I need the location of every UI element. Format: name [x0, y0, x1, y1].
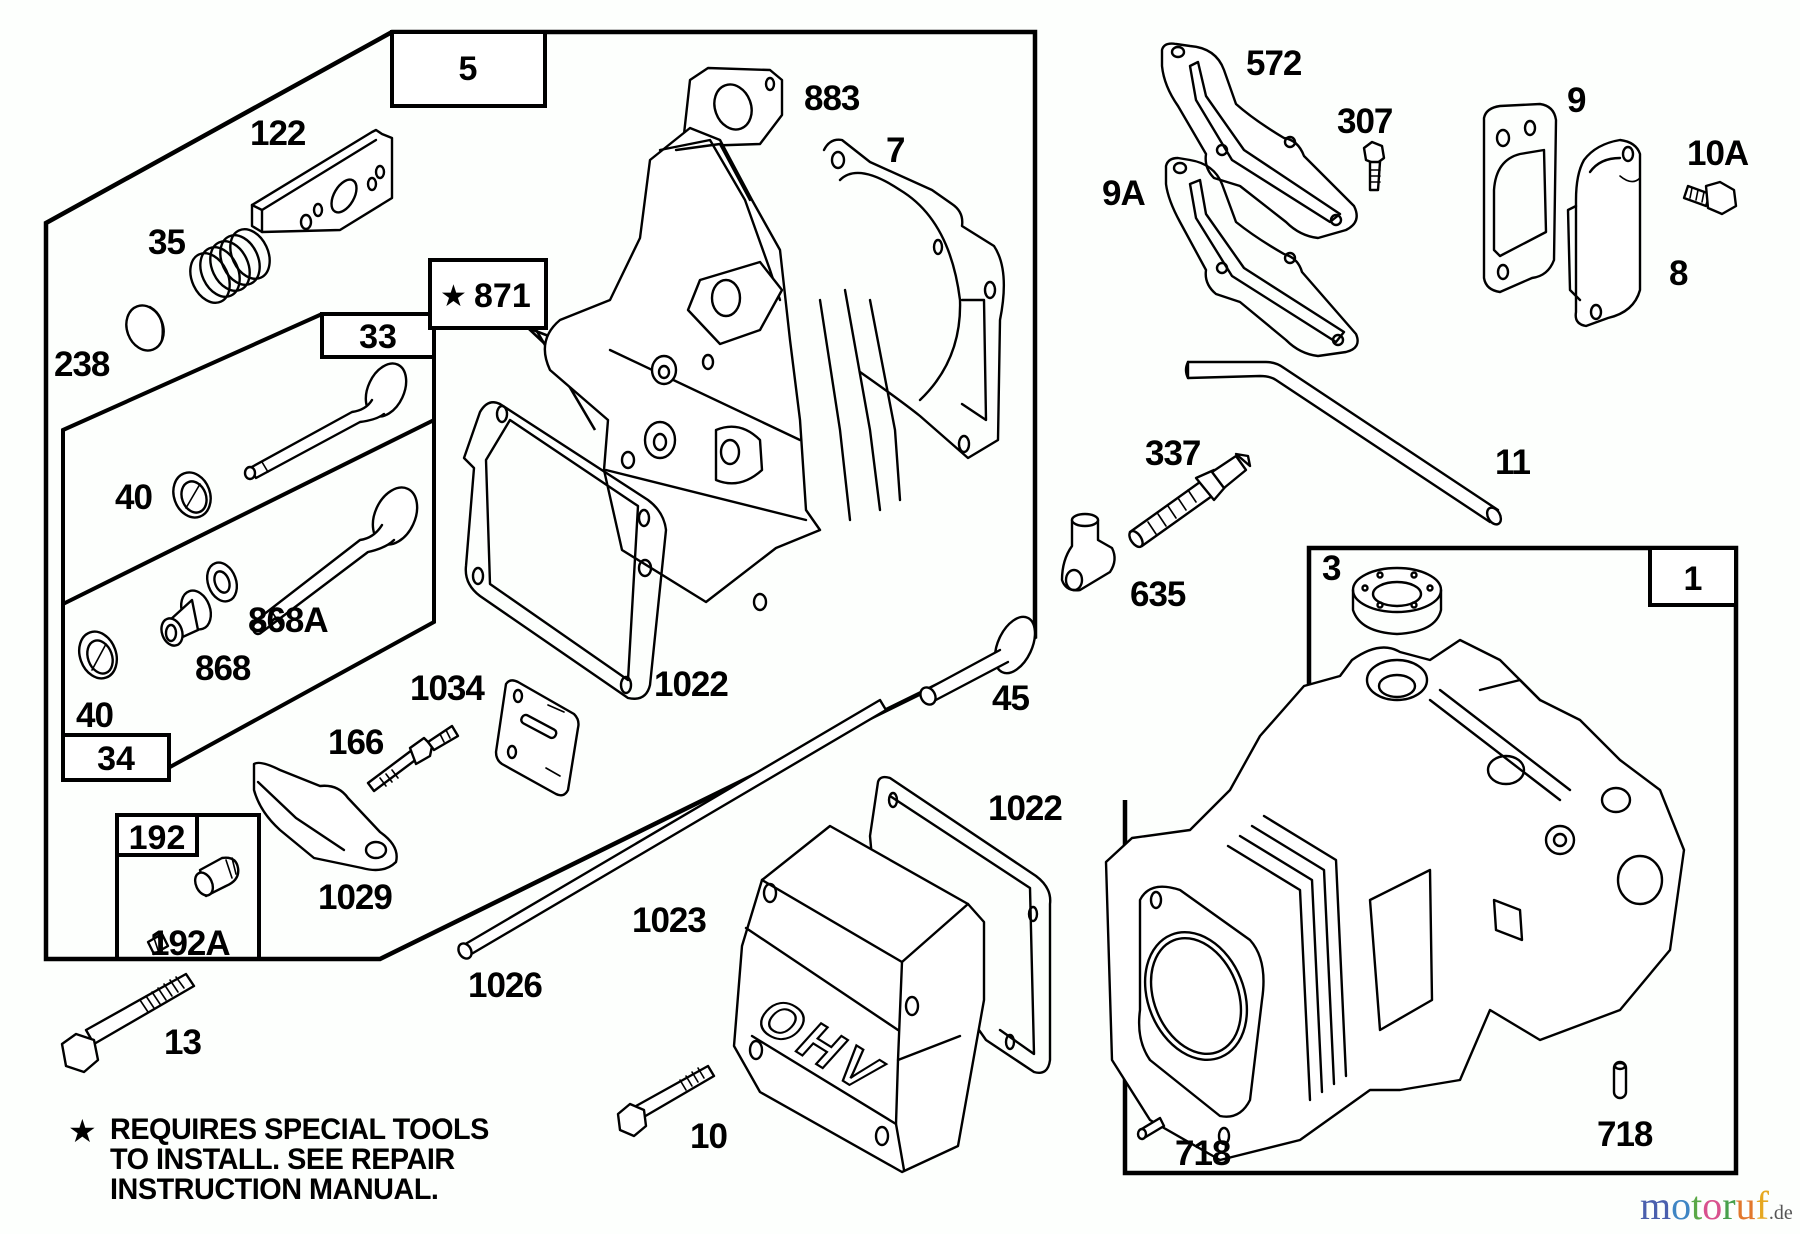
valve-kit-34-tag-box[interactable] — [61, 733, 171, 782]
part-40-keeper-upper[interactable] — [167, 467, 217, 523]
part-10A-screw[interactable] — [1682, 180, 1738, 216]
assembly-5-tag-box[interactable] — [390, 30, 547, 108]
label-35: 35 — [148, 223, 185, 262]
part-7-head-gasket[interactable] — [822, 138, 1005, 460]
part-572-manifold[interactable] — [1160, 42, 1358, 240]
label-868A: 868A — [248, 601, 328, 640]
valve-kit-34-tag: 34 — [97, 740, 135, 778]
label-3: 3 — [1322, 549, 1341, 588]
label-238: 238 — [54, 345, 110, 384]
motoruf-watermark: motoruf.de — [1640, 1186, 1793, 1233]
label-122: 122 — [250, 114, 306, 153]
label-883: 883 — [804, 79, 860, 118]
part-3-oil-seal[interactable] — [1351, 566, 1443, 636]
valve-kit-33-tag-box[interactable] — [320, 312, 436, 359]
label-1022-upper: 1022 — [654, 665, 728, 704]
special-tools-note: REQUIRES SPECIAL TOOLS TO INSTALL. SEE R… — [110, 1115, 489, 1205]
part-718-dowel-left[interactable] — [1136, 1116, 1166, 1141]
wm-letter: u — [1735, 1183, 1756, 1228]
assembly-1-tag-box[interactable] — [1648, 546, 1738, 607]
label-8: 8 — [1669, 254, 1688, 293]
assembly-1-tag: 1 — [1684, 560, 1703, 598]
cylinder-block[interactable] — [1104, 638, 1686, 1162]
label-166: 166 — [328, 723, 384, 762]
label-9: 9 — [1567, 81, 1586, 120]
part-337-spark-plug[interactable] — [1127, 452, 1252, 549]
valve-kit-divider — [62, 418, 435, 606]
special-tool-871-label: 871 — [474, 277, 531, 315]
label-718-left: 718 — [1175, 1134, 1231, 1173]
label-337: 337 — [1145, 434, 1200, 473]
wm-letter: t — [1691, 1183, 1703, 1228]
label-7: 7 — [886, 131, 904, 170]
wm-suffix: .de — [1768, 1202, 1793, 1224]
valve-kit-33-tag: 33 — [359, 318, 397, 356]
label-40-lower: 40 — [76, 696, 113, 735]
part-1034-plate[interactable] — [494, 679, 580, 797]
part-13-head-bolt[interactable] — [60, 972, 196, 1074]
special-tool-871-box[interactable] — [428, 258, 548, 330]
screw-kit-192-tag-box[interactable] — [115, 813, 199, 857]
part-307-screw[interactable] — [1362, 140, 1386, 192]
label-10: 10 — [690, 1117, 727, 1156]
part-1026-push-rod[interactable] — [456, 698, 888, 961]
label-45: 45 — [992, 679, 1029, 718]
part-8-breather-cover[interactable] — [1566, 138, 1642, 328]
wm-letter: o — [1671, 1183, 1692, 1228]
part-1029-rocker-arm[interactable] — [252, 761, 398, 872]
part-718-dowel-right[interactable] — [1612, 1060, 1628, 1100]
cylinder-head[interactable] — [543, 126, 902, 612]
label-718-right: 718 — [1597, 1115, 1653, 1154]
label-40-upper: 40 — [115, 478, 152, 517]
screw-kit-192-tag: 192 — [129, 819, 186, 857]
part-45-tappet[interactable] — [917, 611, 1043, 708]
part-1022-gasket-lower[interactable] — [868, 775, 1052, 1074]
part-868-seal[interactable] — [158, 586, 216, 648]
wm-letter: f — [1755, 1183, 1769, 1228]
part-1022-gasket-upper[interactable] — [462, 401, 668, 700]
part-122-block[interactable] — [250, 128, 394, 234]
part-166-stud[interactable] — [366, 724, 460, 793]
part-11-breather-tube[interactable] — [1184, 360, 1504, 527]
label-868: 868 — [195, 649, 251, 688]
part-9A-gasket[interactable] — [1164, 156, 1359, 358]
assembly-5-tag: 5 — [459, 50, 478, 88]
note-line-1: REQUIRES SPECIAL TOOLS — [110, 1113, 489, 1146]
part-valve-upper[interactable] — [243, 357, 414, 481]
part-9-gasket[interactable] — [1482, 102, 1558, 294]
wm-letter: r — [1722, 1183, 1736, 1228]
part-238-cap[interactable] — [120, 300, 170, 356]
label-1029: 1029 — [318, 878, 392, 917]
part-35-valve-spring[interactable] — [183, 223, 278, 309]
label-13: 13 — [164, 1023, 201, 1062]
part-192A-set-screw[interactable] — [146, 932, 170, 956]
note-star-icon: ★ — [68, 1112, 97, 1150]
label-635: 635 — [1130, 575, 1186, 614]
label-9A: 9A — [1102, 174, 1145, 213]
label-1034: 1034 — [410, 669, 485, 708]
wm-letter: m — [1640, 1183, 1672, 1228]
part-635-plug-boot[interactable] — [1060, 512, 1116, 592]
label-11: 11 — [1495, 443, 1531, 482]
note-line-2: TO INSTALL. SEE REPAIR — [110, 1143, 455, 1176]
wm-letter: o — [1702, 1183, 1723, 1228]
label-10A: 10A — [1687, 134, 1749, 173]
part-10-bolt[interactable] — [616, 1064, 716, 1138]
label-572: 572 — [1246, 44, 1302, 83]
label-1023: 1023 — [632, 901, 706, 940]
part-1023-rocker-cover[interactable]: OHV — [732, 824, 986, 1174]
part-valve-lower[interactable] — [251, 480, 426, 636]
label-307: 307 — [1337, 102, 1392, 141]
assembly-1-frame — [1122, 545, 1739, 1176]
label-1026: 1026 — [468, 966, 542, 1005]
part-868A-washer[interactable] — [202, 558, 242, 605]
special-tool-star-icon: ★ — [440, 279, 467, 314]
label-192A: 192A — [150, 924, 230, 963]
part-40-keeper-lower[interactable] — [73, 626, 123, 683]
part-192-adjuster[interactable] — [192, 856, 240, 899]
note-line-3: INSTRUCTION MANUAL. — [110, 1173, 439, 1206]
label-1022-lower: 1022 — [988, 789, 1062, 828]
